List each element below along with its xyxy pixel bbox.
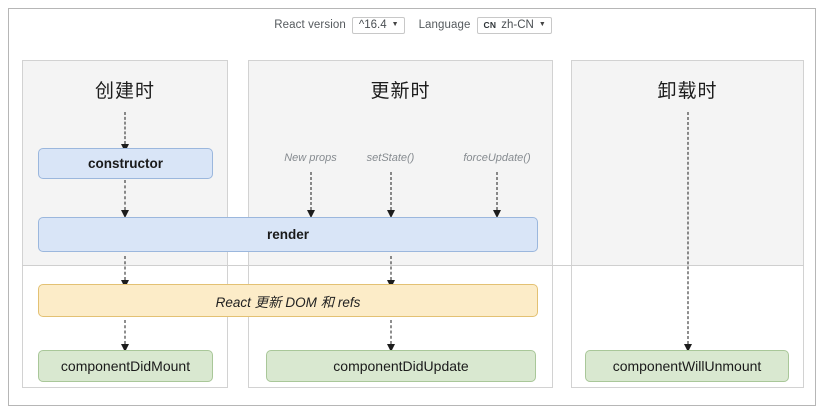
node-react-updates-dom-and-refs[interactable]: React 更新 DOM 和 refs [38, 284, 538, 317]
trigger-label-set-state: setState() [366, 152, 415, 164]
arrow-react-dom-to-did-mount [119, 320, 131, 352]
column-title-updating: 更新时 [370, 81, 431, 102]
node-component-did-mount[interactable]: componentDidMount [38, 350, 213, 382]
diagram-toolbar: React version ^16.4 ▼ Language CN zh-CN … [0, 12, 826, 38]
arrow-react-dom-to-did-update [385, 320, 397, 352]
node-render[interactable]: render [38, 217, 538, 252]
react-version-select[interactable]: ^16.4 ▼ [351, 16, 405, 34]
arrow-to-will-unmount [682, 112, 694, 352]
arrow-constructor-to-render [119, 180, 131, 218]
trigger-label-force-update: forceUpdate() [463, 152, 531, 164]
phase-divider [22, 265, 804, 266]
arrow-new-props-to-render [305, 172, 317, 218]
country-flag-icon: CN [483, 19, 497, 30]
node-component-did-update[interactable]: componentDidUpdate [266, 350, 536, 382]
language-select[interactable]: CN zh-CN ▼ [476, 16, 552, 34]
react-version-value: ^16.4 [358, 19, 387, 31]
column-title-unmounting: 卸载时 [657, 81, 718, 102]
chevron-down-icon: ▼ [391, 20, 399, 28]
arrow-to-constructor [119, 112, 131, 152]
react-version-group: React version ^16.4 ▼ [274, 16, 405, 34]
column-title-mounting: 创建时 [94, 81, 155, 102]
language-value: zh-CN [501, 19, 534, 31]
arrow-force-update-to-render [491, 172, 503, 218]
node-constructor[interactable]: constructor [38, 148, 213, 179]
language-label: Language [418, 19, 471, 31]
arrow-set-state-to-render [385, 172, 397, 218]
react-version-label: React version [274, 19, 346, 31]
chevron-down-icon: ▼ [538, 20, 546, 28]
node-component-will-unmount[interactable]: componentWillUnmount [585, 350, 789, 382]
trigger-label-new-props: New props [284, 152, 337, 164]
language-group: Language CN zh-CN ▼ [418, 16, 552, 34]
